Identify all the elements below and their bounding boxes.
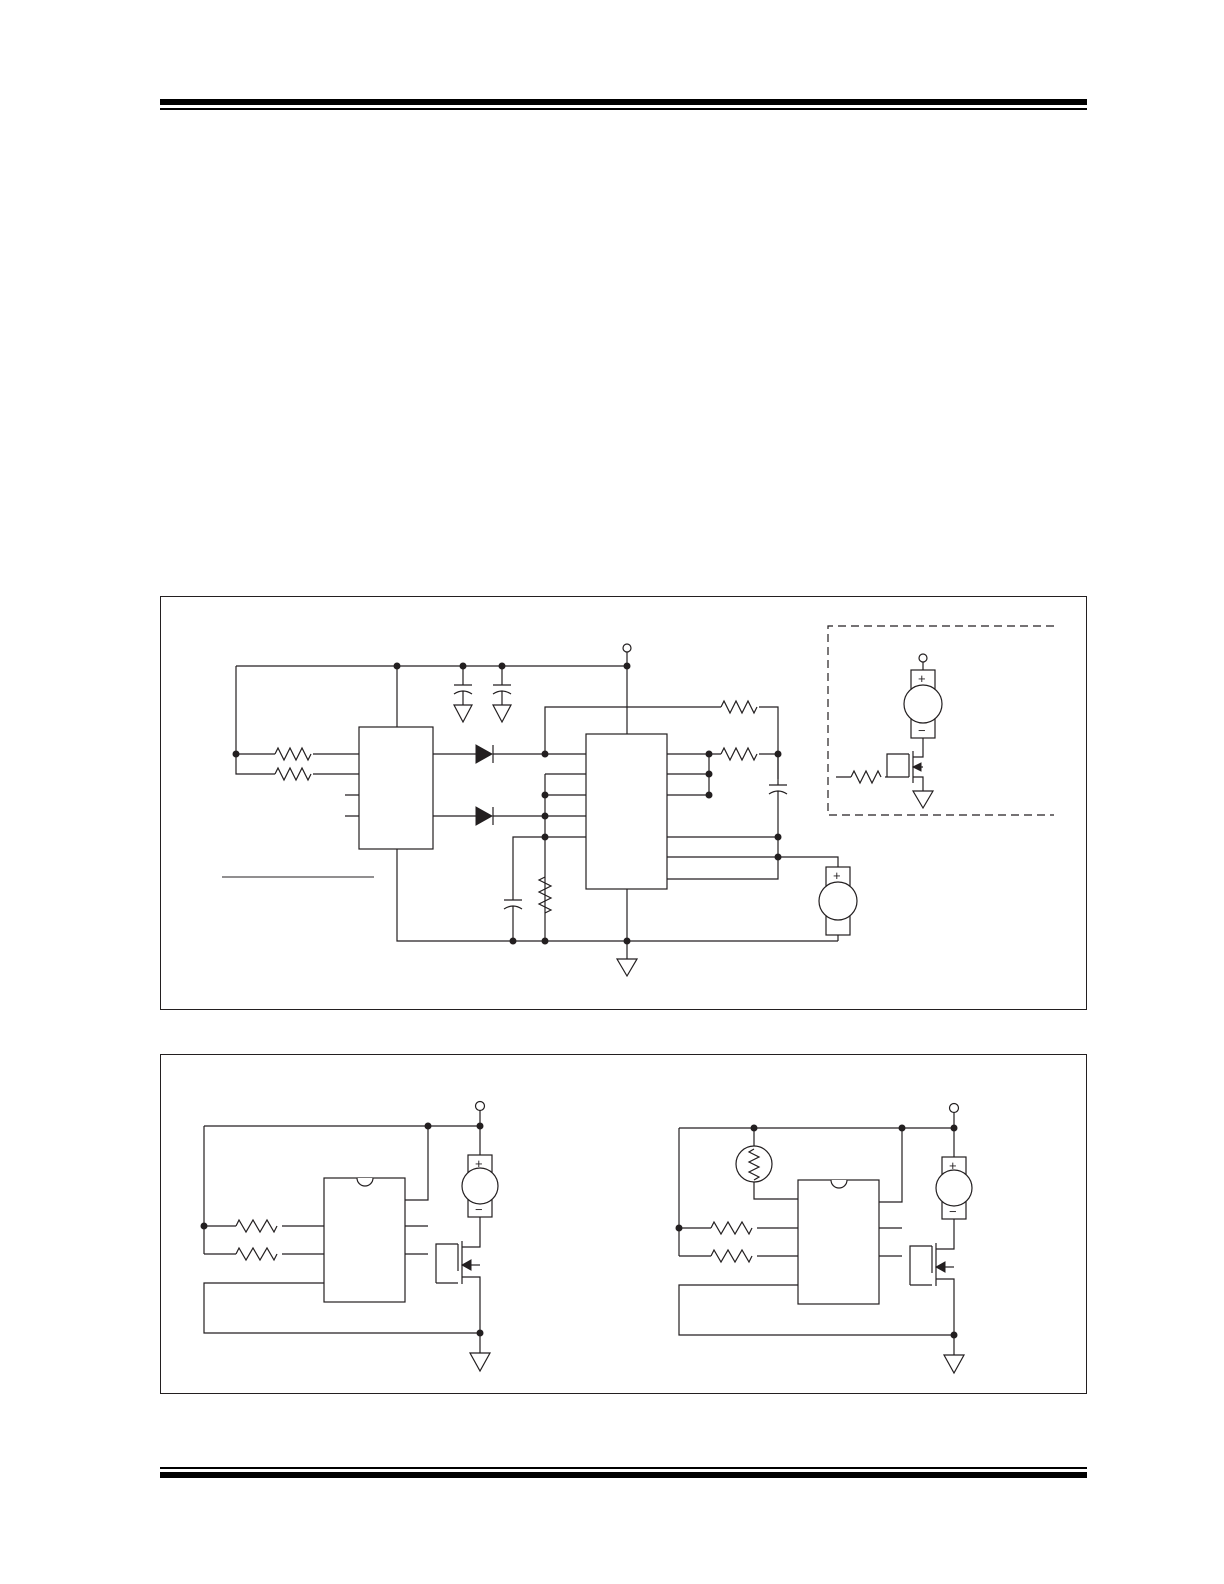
motor-main-plus-sign: +	[833, 868, 841, 883]
left-motor-plus-sign: +	[475, 1156, 483, 1171]
right-motor-minus-sign: −	[949, 1204, 957, 1219]
timing-resistor	[537, 876, 553, 914]
right-mosfet	[909, 1243, 955, 1355]
inset-gate-resistor	[850, 769, 882, 785]
left-ic-body	[323, 1177, 406, 1303]
inset-mosfet	[886, 749, 924, 791]
input-resistor-1	[274, 746, 312, 762]
inset-dashed-border	[827, 625, 1054, 816]
left-motor-minus-sign: −	[475, 1202, 483, 1217]
junction-dots	[232, 662, 782, 945]
left-ground-symbol	[468, 1352, 492, 1373]
left-supply-terminal	[474, 1100, 486, 1112]
right-application-circuit: + −	[675, 1102, 973, 1375]
right-ground-symbol	[942, 1354, 966, 1375]
right-resistor-1	[710, 1220, 753, 1236]
motor-main	[818, 881, 858, 921]
main-schematic-svg: + + −	[222, 625, 1054, 978]
right-motor	[935, 1169, 973, 1207]
motor-inset-minus-sign: −	[918, 723, 926, 738]
right-ic-body	[797, 1179, 880, 1305]
left-mosfet	[435, 1241, 481, 1353]
left-application-circuit: + −	[200, 1100, 499, 1373]
header-rule-thick	[160, 99, 1087, 105]
inset-ground-symbol	[911, 790, 935, 810]
inset-supply-terminal	[918, 653, 928, 663]
left-resistor-1	[235, 1218, 278, 1234]
footer-rule-thick	[160, 1472, 1087, 1478]
header-rule-thin	[160, 108, 1087, 110]
input-resistor-2	[274, 766, 312, 782]
diode-2	[475, 806, 494, 826]
right-ic-notch	[830, 1179, 848, 1189]
feedback-resistor-1	[720, 699, 758, 715]
diode-1	[475, 744, 494, 764]
left-motor	[461, 1167, 499, 1205]
right-motor-plus-sign: +	[949, 1158, 957, 1173]
figure-main-schematic: + + −	[160, 596, 1087, 1010]
left-ic-notch	[356, 1177, 374, 1187]
right-resistor-2	[710, 1248, 753, 1264]
application-circuits-svg: + − + −	[200, 1100, 973, 1375]
footer-rule-thin	[160, 1467, 1087, 1469]
decoupling-capacitor-2	[492, 666, 512, 724]
right-supply-terminal	[948, 1102, 960, 1114]
supply-terminal	[622, 643, 632, 653]
motor-inset-plus-sign: +	[918, 671, 926, 686]
center-ic-body	[585, 733, 668, 890]
feedback-resistor-2	[720, 746, 758, 762]
figure-application-circuits: + − + −	[160, 1054, 1087, 1394]
decoupling-capacitor-1	[453, 666, 473, 724]
main-ground-symbol	[615, 958, 639, 978]
left-ic-body	[358, 726, 434, 850]
motor-inset	[903, 684, 943, 724]
left-resistor-2	[235, 1246, 278, 1262]
